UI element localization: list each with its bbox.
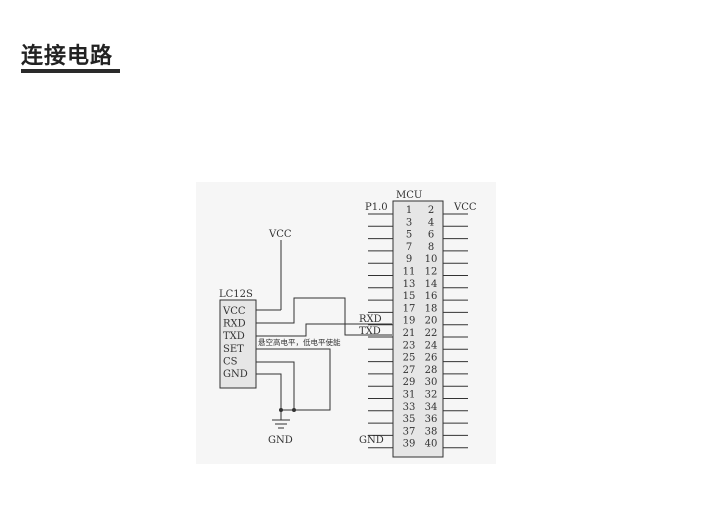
- wire-gnd: [256, 373, 282, 410]
- module-pin-rxd: RXD: [223, 319, 246, 330]
- junction-dot: [292, 408, 296, 412]
- mcu-label-txd: TXD: [359, 326, 381, 337]
- mcu-pin-number: 1: [406, 205, 412, 216]
- mcu-pin-number: 3: [406, 217, 412, 228]
- wire-set: [256, 348, 331, 411]
- module-body: [219, 299, 257, 389]
- mcu-pin-number: 8: [428, 242, 434, 253]
- mcu-pin-number: 19: [403, 316, 416, 327]
- module-pin-txd: TXD: [223, 331, 245, 342]
- mcu-label-gnd: GND: [359, 435, 384, 446]
- mcu-label-p10: P1.0: [365, 202, 388, 213]
- mcu-pin-number: 32: [425, 390, 438, 401]
- mcu-pin-number: 16: [425, 291, 438, 302]
- wire-txd: [256, 323, 392, 337]
- mcu-pin-number: 36: [425, 414, 438, 425]
- mcu-pin-number: 18: [425, 303, 438, 314]
- mcu-pin-number: 6: [428, 230, 434, 241]
- mcu-label-rxd: RXD: [359, 314, 382, 325]
- mcu-pin-number: 20: [425, 316, 438, 327]
- mcu-pin-number: 38: [425, 426, 438, 437]
- mcu-pin-number: 23: [403, 340, 416, 351]
- module-pin-set: SET: [223, 344, 244, 355]
- mcu-pin-number: 27: [403, 365, 416, 376]
- page-title: 连接电路: [21, 44, 114, 69]
- wire-cs: [256, 361, 295, 410]
- title-underline: [21, 69, 120, 73]
- mcu-pin-number: 31: [403, 390, 416, 401]
- mcu-pin-number: 17: [403, 303, 416, 314]
- mcu-pin-number: 29: [403, 377, 416, 388]
- mcu-pin-number: 2: [428, 205, 434, 216]
- module-label: LC12S: [219, 289, 253, 300]
- mcu-label-vcc: VCC: [453, 202, 477, 213]
- mcu-pin-number: 35: [403, 414, 416, 425]
- set-note: 悬空高电平，低电平使能: [258, 337, 341, 347]
- mcu-pin-number: 13: [403, 279, 416, 290]
- module-pin-vcc: VCC: [222, 306, 246, 317]
- mcu-pin-number: 26: [425, 353, 438, 364]
- vcc-label: VCC: [268, 229, 292, 240]
- mcu-body: [392, 200, 444, 458]
- wire-rxd: [256, 297, 392, 336]
- module-pin-gnd: GND: [223, 369, 248, 380]
- mcu-pin-number: 24: [425, 340, 438, 351]
- mcu-pin-number: 12: [425, 267, 438, 278]
- mcu-pin-number: 25: [403, 353, 416, 364]
- mcu-pin-number: 33: [403, 402, 416, 413]
- mcu-pin-number: 34: [425, 402, 438, 413]
- mcu-pin-number: 9: [406, 254, 412, 265]
- mcu-pin-number: 21: [403, 328, 416, 339]
- mcu-label: MCU: [396, 190, 422, 201]
- mcu-pin-number: 15: [403, 291, 416, 302]
- mcu-pin-number: 28: [425, 365, 438, 376]
- mcu-pin-number: 22: [425, 328, 438, 339]
- mcu-pin-number: 7: [406, 242, 412, 253]
- mcu-pin-number: 40: [425, 439, 438, 450]
- mcu-pin-number: 30: [425, 377, 438, 388]
- gnd-label: GND: [268, 435, 293, 446]
- mcu-pin-number: 39: [403, 439, 416, 450]
- mcu-pin-number: 10: [425, 254, 438, 265]
- mcu-pin-number: 14: [425, 279, 438, 290]
- mcu-pin-number: 5: [406, 230, 412, 241]
- mcu-pin-number: 4: [428, 217, 434, 228]
- module-pin-cs: CS: [223, 356, 238, 367]
- mcu-pin-number: 37: [403, 426, 416, 437]
- mcu-pin-number: 11: [403, 267, 416, 278]
